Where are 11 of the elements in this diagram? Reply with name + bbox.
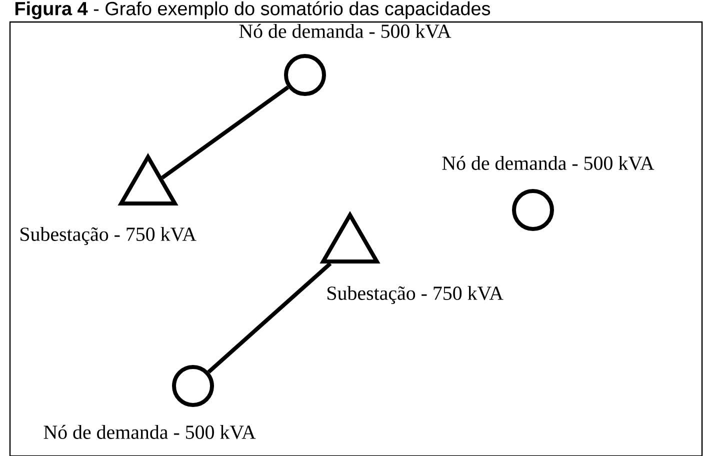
node-label: Subestação - 750 kVA (328, 286, 504, 304)
circle-node (284, 54, 326, 96)
node-label: Nó de demanda - 500 kVA (442, 156, 654, 170)
figure-title: Figura 4 - Grafo exemplo do somatório das capacidades (15, 1, 490, 20)
node-label: Nó de demanda - 500 kVA (239, 24, 452, 38)
connector-line (207, 262, 332, 374)
circle-node (172, 365, 214, 407)
circle-node (512, 189, 554, 231)
node-label: Subestação - 750 kVA (20, 226, 196, 246)
node-label: Nó de demanda - 500 kVA (44, 424, 256, 440)
connector-line (161, 86, 290, 180)
